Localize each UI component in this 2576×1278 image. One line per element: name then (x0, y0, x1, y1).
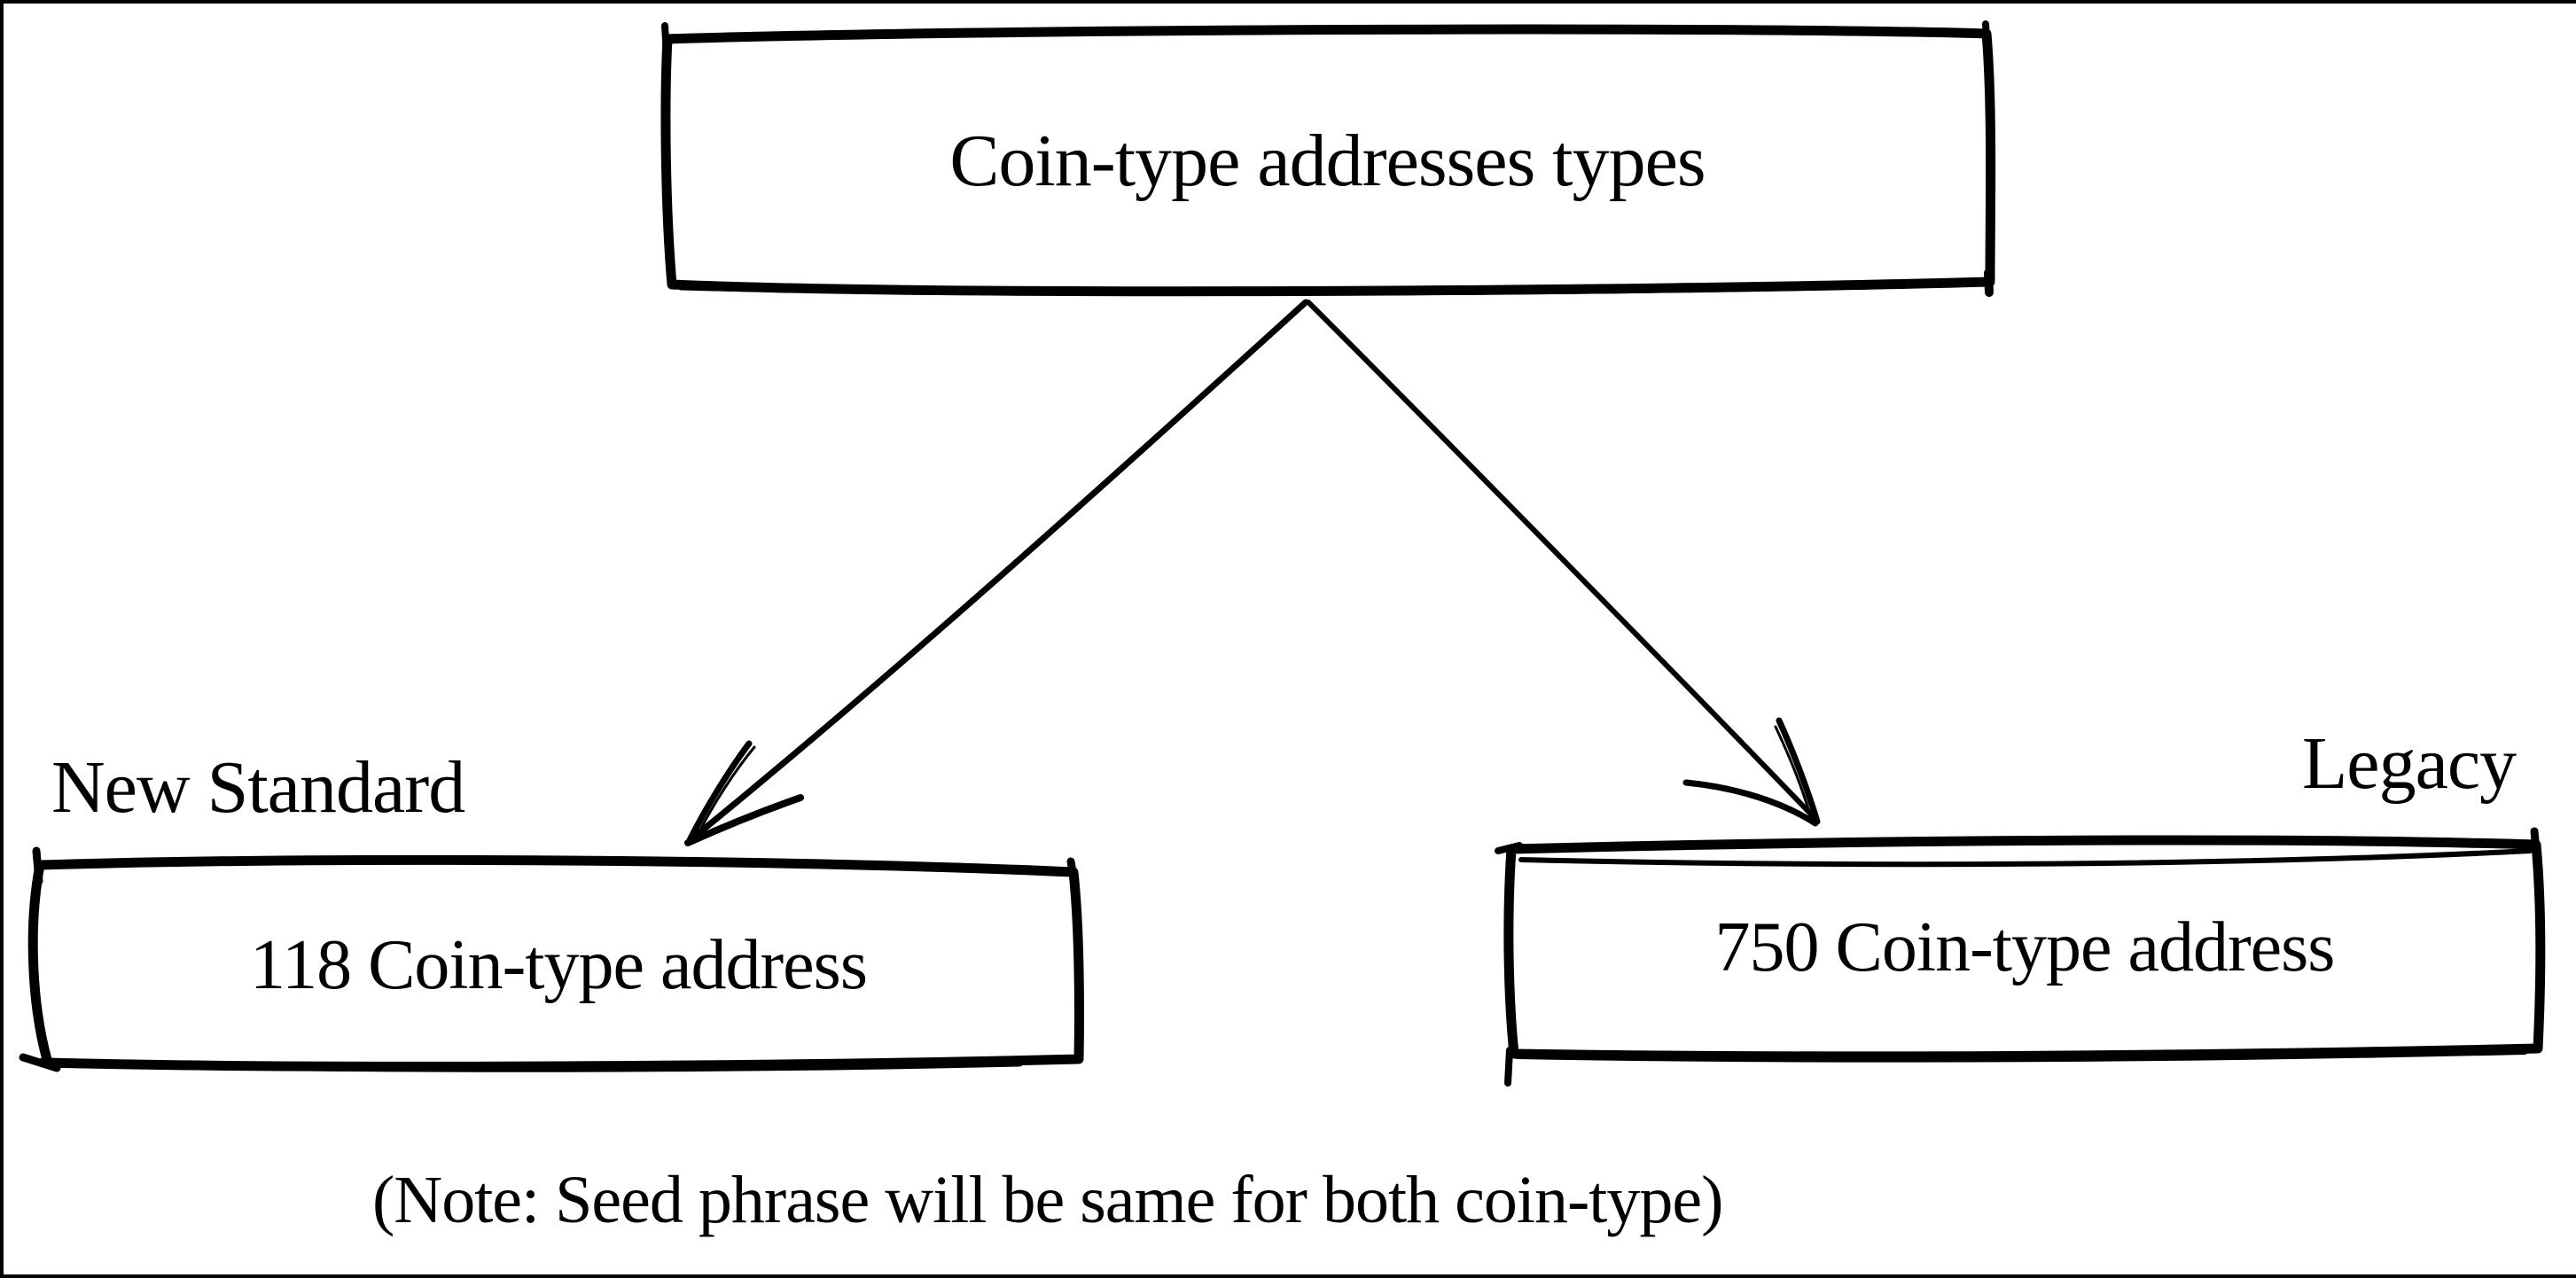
seed-phrase-note: (Note: Seed phrase will be same for both… (372, 1163, 1723, 1237)
left-branch-box-label: 118 Coin-type address (250, 925, 868, 1004)
arrow-right-barb-side (1682, 779, 1819, 827)
right-branch-box: 750 Coin-type address (1503, 839, 2576, 1055)
arrow-right-shaft (1306, 300, 1819, 822)
right-branch-box-label: 750 Coin-type address (1714, 908, 2336, 986)
arrow-left (684, 299, 1309, 846)
arrow-right-barb-up (1776, 717, 1821, 825)
root-box-label: Coin-type addresses types (949, 119, 1706, 202)
left-branch-box: 118 Coin-type address (31, 857, 1160, 1072)
right-branch-tag: Legacy (2302, 722, 2517, 805)
arrow-left-barb-up (686, 740, 753, 844)
arrow-left-barb-up-double (695, 745, 756, 838)
right-box-corner-tail-bottom-left (1504, 1047, 1513, 1087)
left-branch-tag: New Standard (51, 746, 465, 829)
arrow-left-barb-side (684, 794, 804, 846)
arrow-left-shaft (689, 299, 1309, 842)
arrow-right (1306, 300, 1821, 827)
root-box: Coin-type addresses types (660, 29, 2097, 292)
arrow-right-barb-up-double (1774, 725, 1813, 820)
